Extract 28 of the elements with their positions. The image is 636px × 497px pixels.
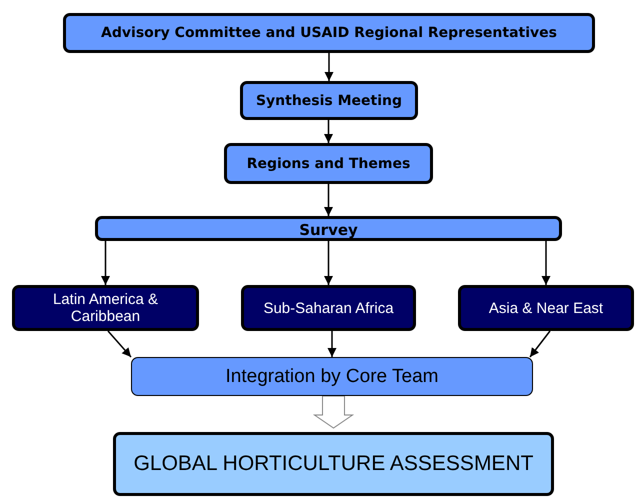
node-label: Synthesis Meeting — [256, 92, 402, 108]
arrow — [328, 331, 336, 357]
process-box — [240, 81, 418, 120]
arrow — [324, 53, 334, 81]
arrow — [529, 330, 551, 358]
arrow — [542, 241, 550, 285]
node-label: Asia & Near East — [488, 300, 604, 316]
node-label: Latin America & Caribbean — [52, 291, 160, 325]
node-label: GLOBAL HORTICULTURE ASSESSMENT — [134, 452, 534, 476]
node-label: Sub-Saharan Africa — [263, 300, 394, 316]
arrow — [324, 241, 333, 285]
process-bar — [95, 216, 562, 241]
region-box — [458, 285, 634, 331]
process-box — [63, 13, 595, 53]
arrow — [107, 330, 132, 358]
region-box — [12, 285, 199, 331]
node-label: Survey — [299, 223, 358, 238]
node-label: Integration by Core Team — [226, 366, 438, 388]
node-label: Regions and Themes — [246, 156, 410, 172]
process-box — [131, 357, 533, 396]
region-box — [241, 285, 416, 331]
arrow — [324, 184, 333, 216]
arrow — [101, 241, 110, 285]
node-label: Advisory Committee and USAID Regional Representatives — [101, 25, 557, 41]
arrow — [324, 120, 333, 143]
process-box — [224, 143, 433, 184]
block-arrow — [312, 396, 354, 429]
result-box — [113, 432, 554, 496]
